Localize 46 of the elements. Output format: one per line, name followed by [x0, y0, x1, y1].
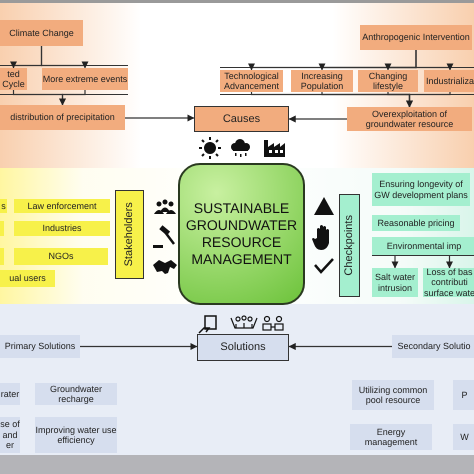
solution-box: Improving water use efficiency — [35, 417, 117, 453]
solution-box: Groundwater recharge — [35, 383, 117, 405]
cause-box: distribution of precipitation — [0, 105, 125, 130]
solutions-box: Solutions — [197, 334, 289, 361]
arrow — [288, 342, 392, 350]
stakeholder-box: Industries — [14, 221, 110, 236]
stakeholder-box: ual users — [0, 270, 55, 287]
solution-box: Utilizing common pool resource — [352, 380, 434, 410]
stakeholder-box: s — [0, 199, 7, 213]
arrow — [406, 92, 451, 108]
cause-box: Increasing Population — [291, 70, 353, 92]
solution-box: Primary Solutions — [0, 335, 80, 358]
cause-box: ted Cycle — [0, 68, 27, 90]
arrow — [288, 115, 347, 123]
arrow — [40, 46, 89, 68]
checkpoint-box: Ensuring longevity of GW development plans — [372, 173, 470, 206]
solution-box: rater — [0, 383, 20, 405]
solution-box: P — [453, 380, 474, 410]
arrow — [446, 255, 454, 268]
arrow — [58, 90, 86, 106]
solution-box: Secondary Solutio — [392, 335, 474, 358]
causes-box: Causes — [194, 106, 289, 132]
cause-box: Climate Change — [0, 20, 83, 46]
stakeholder-box: NGOs — [14, 248, 108, 265]
stakeholders-box: Stakeholders — [115, 190, 144, 279]
solution-box: Energy management — [350, 424, 432, 450]
solution-box: se of and er — [0, 417, 20, 453]
central-box: SUSTAINABLE GROUNDWATER RESOURCE MANAGEMENT — [178, 163, 305, 305]
arrow — [391, 255, 399, 268]
cause-box: Changing lifestyle — [358, 70, 418, 92]
cause-box: Overexploitation of groundwater resource — [347, 107, 472, 131]
checkpoint-box: Environmental imp — [372, 237, 474, 255]
checkpoints-box: Checkpoints — [339, 194, 360, 297]
cause-box: Industrializa — [424, 70, 474, 92]
cause-box: Anthropogenic Intervention — [360, 25, 472, 50]
stakeholder-box: Law enforcement — [14, 199, 110, 213]
cause-box: Technological Advancement — [220, 70, 283, 92]
arrow — [415, 50, 454, 70]
checkpoint-box: Reasonable pricing — [372, 215, 460, 231]
solution-box: W — [453, 424, 474, 450]
checkpoint-box: Salt water intrusion — [372, 268, 418, 297]
stakeholder-box-empty — [0, 248, 4, 265]
stakeholder-box-empty — [0, 221, 4, 236]
cause-box: More extreme events — [42, 68, 128, 90]
arrow — [125, 114, 194, 122]
arrow — [80, 342, 198, 350]
